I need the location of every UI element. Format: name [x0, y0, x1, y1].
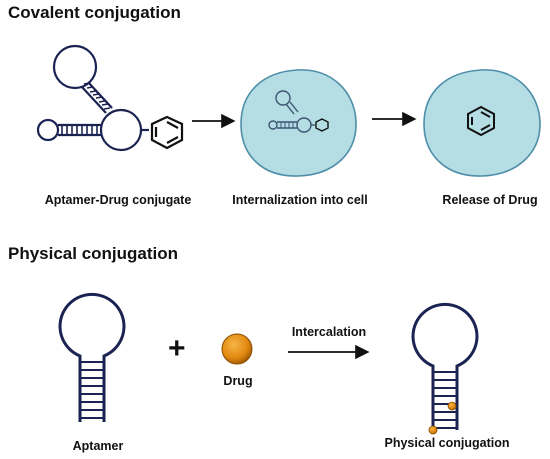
aptamer-caption: Aptamer	[72, 439, 124, 453]
plus-sign: +	[168, 332, 186, 365]
covalent-heading: Covalent conjugation	[8, 3, 181, 22]
small-conjugate-icon	[268, 90, 329, 133]
cell-icon	[240, 69, 357, 177]
aptamer-hairpin-icon	[58, 292, 126, 422]
internalization-caption: Internalization into cell	[232, 193, 368, 207]
intercalated-drug-icon	[447, 401, 457, 411]
orange-sphere-icon	[221, 333, 253, 365]
benzene-ring-icon	[150, 115, 184, 150]
physical-heading: Physical conjugation	[8, 244, 179, 263]
drug-caption: Drug	[223, 374, 253, 388]
conjugate-caption: Aptamer-Drug conjugate	[44, 193, 192, 207]
physical-conjugation-caption: Physical conjugation	[384, 436, 510, 450]
intercalated-drug-icon	[428, 425, 438, 435]
aptamer-drug-conjugate-icon	[36, 44, 149, 152]
benzene-ring-icon	[467, 105, 495, 137]
release-caption: Release of Drug	[442, 193, 538, 207]
cell-icon	[423, 69, 541, 177]
intercalation-caption: Intercalation	[291, 325, 367, 339]
aptamer-hairpin-icon	[411, 302, 479, 430]
